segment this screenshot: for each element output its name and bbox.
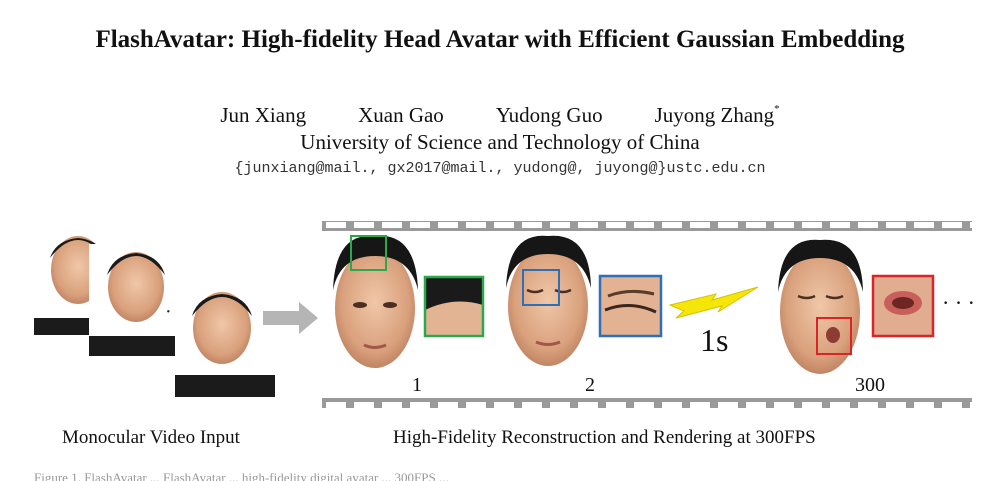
zoom-inset-eye bbox=[598, 274, 663, 338]
author: Jun Xiang bbox=[220, 103, 307, 127]
process-arrow bbox=[263, 302, 318, 334]
zoom-inset-mouth bbox=[871, 274, 935, 338]
paper-title: FlashAvatar: High-fidelity Head Avatar w… bbox=[95, 26, 905, 53]
highlight-box-green bbox=[350, 235, 387, 271]
author: Juyong Zhang* bbox=[654, 103, 780, 127]
highlight-box-blue bbox=[522, 269, 560, 306]
input-frame-2 bbox=[89, 244, 179, 356]
frame-label-300: 300 bbox=[855, 374, 885, 396]
rendered-head-1 bbox=[333, 235, 418, 368]
corresponding-mark: * bbox=[774, 103, 780, 115]
author-list: Jun Xiang Xuan Gao Yudong Guo Juyong Zha… bbox=[0, 103, 1000, 128]
author: Xuan Gao bbox=[358, 103, 444, 127]
author: Yudong Guo bbox=[495, 103, 603, 127]
affiliation: University of Science and Technology of … bbox=[300, 130, 700, 154]
time-label: 1s bbox=[700, 322, 728, 358]
frame-label-1: 1 bbox=[412, 374, 422, 396]
right-caption: High-Fidelity Reconstruction and Renderi… bbox=[393, 427, 816, 448]
zoom-inset-hair bbox=[423, 275, 485, 338]
highlight-box-red bbox=[816, 317, 852, 355]
rendered-head-2 bbox=[506, 235, 591, 366]
lightning-bolt-icon bbox=[668, 286, 759, 319]
film-strip bbox=[322, 221, 972, 408]
input-frame-3 bbox=[175, 285, 275, 397]
author-emails: {junxiang@mail., gx2017@mail., yudong@, … bbox=[234, 160, 766, 177]
figure-caption-truncated: Figure 1. FlashAvatar ... FlashAvatar ..… bbox=[34, 470, 449, 481]
rendered-head-300 bbox=[778, 239, 863, 374]
frame-label-2: 2 bbox=[585, 374, 595, 396]
left-caption: Monocular Video Input bbox=[62, 427, 240, 448]
sequence-ellipsis: · · · bbox=[942, 290, 975, 315]
